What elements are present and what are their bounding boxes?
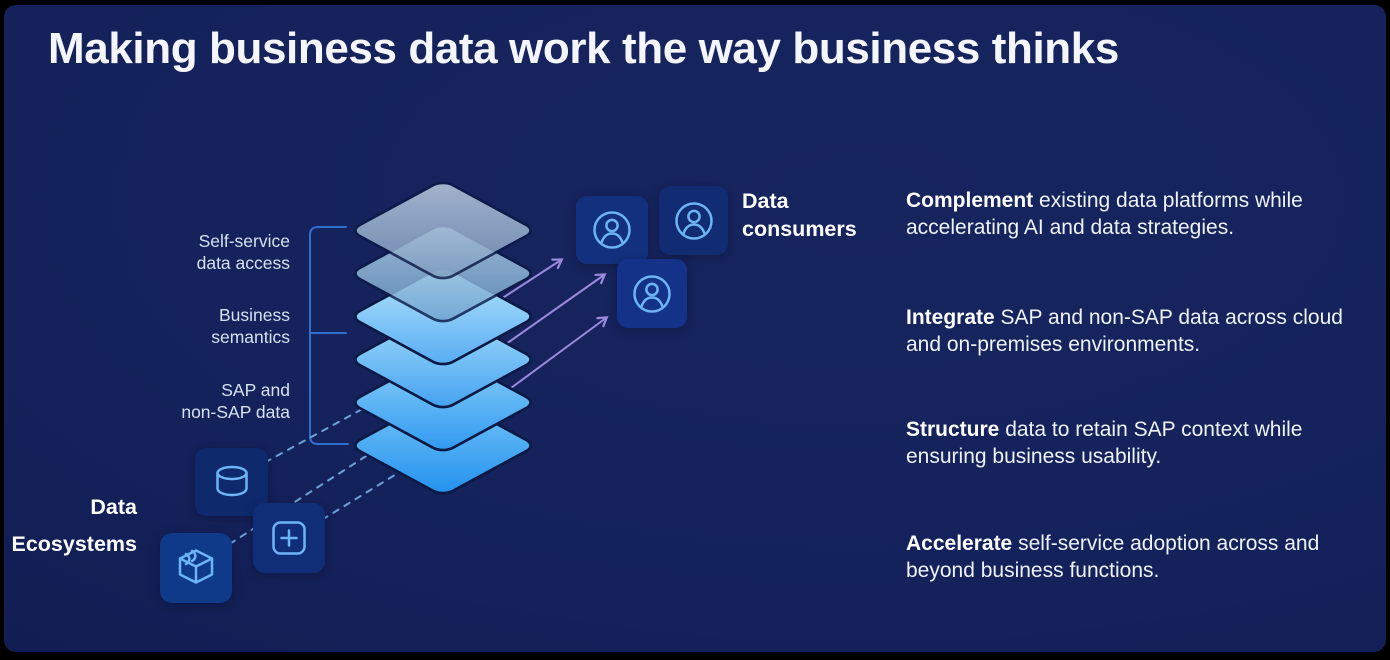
benefit-line: accelerating AI and data strategies. (906, 215, 1235, 239)
user-icon (674, 201, 713, 240)
consumer-arrows (497, 258, 609, 389)
benefit-text: SAP and non-SAP data across cloud (994, 306, 1343, 329)
label-line: semantics (211, 327, 290, 347)
consumer-arrow-3 (510, 316, 609, 389)
label-line: non-SAP data (181, 402, 290, 422)
diamond-stack (350, 180, 537, 496)
tile-data-product (160, 533, 232, 603)
benefit-lead: Integrate (906, 306, 995, 329)
benefit-line: beyond business functions. (906, 558, 1160, 582)
tile-user-2 (659, 186, 728, 255)
connector-line-3 (288, 469, 404, 541)
benefit-lead: Complement (906, 189, 1034, 212)
tile-user-3 (617, 259, 687, 328)
add-icon (272, 521, 306, 555)
benefit-integrate: Integrate SAP and non-SAP data across cl… (906, 305, 1386, 358)
consumer-arrow-1 (497, 258, 564, 302)
label-line: consumers (742, 217, 857, 241)
layer-bracket (309, 226, 349, 445)
benefit-line: Structure data to retain SAP context whi… (906, 417, 1386, 444)
label-line: Business (218, 305, 290, 325)
benefit-lead: Structure (906, 418, 1000, 441)
user-icon (593, 211, 631, 249)
benefit-line: Accelerate self-service adoption across … (906, 531, 1386, 558)
benefit-text: existing data platforms while (1033, 189, 1303, 212)
label-line: Data (90, 495, 137, 519)
user-icon (633, 274, 671, 313)
benefit-complement: Complement existing data platforms while… (906, 188, 1386, 241)
label-line: SAP and (221, 380, 290, 400)
label-sap-and-non-sap-data: SAP and non-SAP data (150, 379, 290, 423)
label-line: Data (742, 189, 789, 213)
consumer-arrow-2 (505, 273, 607, 345)
benefit-text: self-service adoption across and (1012, 532, 1320, 555)
data-product-icon (178, 549, 214, 584)
tile-add (253, 503, 325, 573)
benefit-line: Complement existing data platforms while (906, 188, 1386, 215)
benefit-accelerate: Accelerate self-service adoption across … (906, 531, 1386, 584)
label-line: Ecosystems (11, 532, 138, 556)
benefit-lead: Accelerate (906, 532, 1013, 555)
label-self-service-data-access: Self-service data access (150, 230, 290, 274)
layer-diamond-1 (350, 180, 537, 281)
tile-user-1 (576, 196, 648, 264)
slide-background (4, 5, 1386, 652)
page-title: Making business data work the way busine… (48, 24, 1119, 73)
label-data-ecosystems: Data Ecosystems (0, 489, 138, 563)
benefit-text: data to retain SAP context while (999, 418, 1303, 441)
benefit-line: and on-premises environments. (906, 332, 1201, 356)
label-line: data access (196, 253, 290, 273)
benefit-line: ensuring business usability. (906, 444, 1162, 468)
tile-database (195, 448, 268, 516)
benefit-structure: Structure data to retain SAP context whi… (906, 417, 1386, 470)
database-icon (215, 465, 248, 497)
label-data-consumers: Data consumers (742, 187, 942, 243)
label-line: Self-service (198, 231, 290, 251)
benefit-line: Integrate SAP and non-SAP data across cl… (906, 305, 1386, 332)
label-business-semantics: Business semantics (150, 304, 290, 348)
